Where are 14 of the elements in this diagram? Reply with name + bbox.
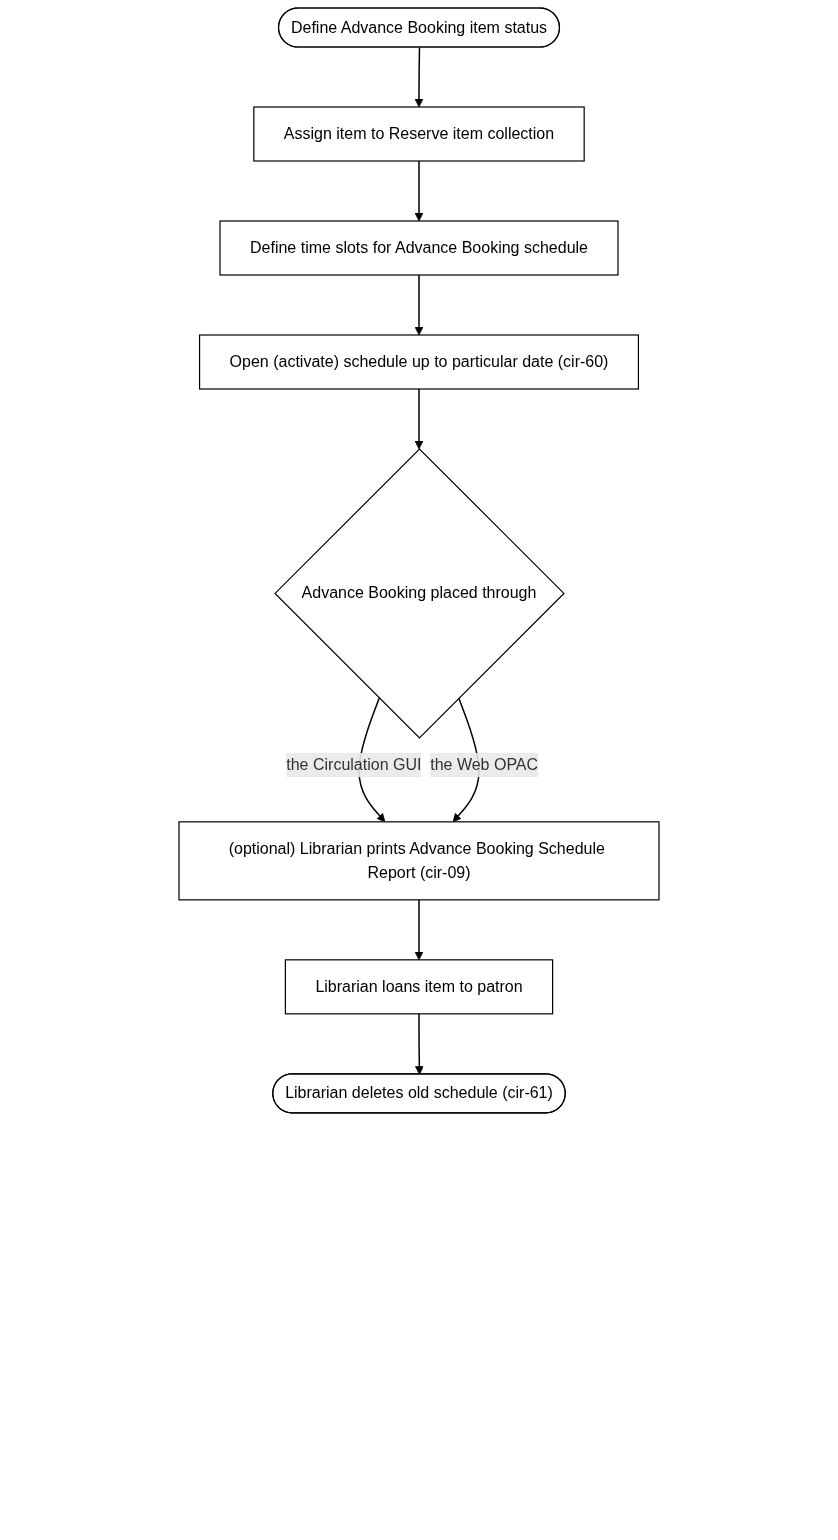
node-box: Assign item to Reserve item collection [253,106,585,162]
edge-label: the Circulation GUI [286,756,422,774]
node-box: Define time slots for Advance Booking schedule [219,220,619,276]
arrow [414,160,424,222]
arrow [414,1013,424,1075]
edge-label: the Web OPAC [430,756,539,774]
node-box: Open (activate) schedule up to particular date (cir-60) [198,334,640,390]
arrow [414,274,424,336]
arrow [414,46,424,108]
arrow [414,899,424,961]
node-box: Librarian loans item to patron [284,959,554,1015]
node-box: (optional) Librarian prints Advance Booking Schedule Report (cir-09) [178,821,660,901]
arrow [414,388,424,450]
node-diamond: Advance Booking placed through [274,448,565,739]
